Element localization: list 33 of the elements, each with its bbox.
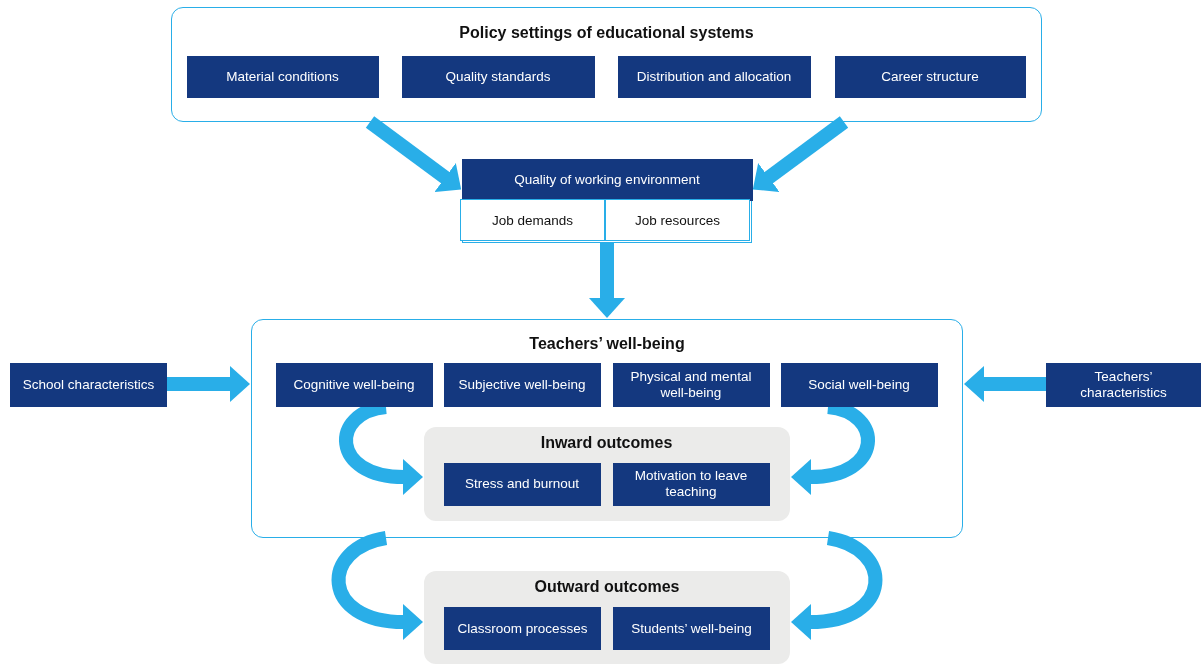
block-arrow xyxy=(791,531,883,640)
block-arrow xyxy=(365,116,462,192)
category-box: Subjective well-being xyxy=(443,362,601,407)
category-box: Social well-being xyxy=(780,362,938,407)
block-arrow xyxy=(752,116,849,192)
panel-title: Teachers’ well-being xyxy=(528,335,686,353)
outcome-panel xyxy=(424,571,790,664)
table-box xyxy=(462,159,752,243)
block-arrow xyxy=(589,243,625,318)
category-box: Quality standards xyxy=(401,55,595,98)
category-box: Distribution and allocation xyxy=(617,55,811,98)
category-box: Motivation to leave teaching xyxy=(612,462,770,506)
category-box: Career structure xyxy=(834,55,1026,98)
category-box: Classroom processes xyxy=(444,607,601,650)
category-box: Physical and mental well-being xyxy=(612,362,770,407)
group-panel xyxy=(171,7,1042,122)
category-box: Students’ well-being xyxy=(613,607,770,650)
block-arrow xyxy=(167,366,250,402)
category-box: Teachers’ characteristics xyxy=(1046,363,1201,407)
block-arrow xyxy=(964,366,1046,402)
outcome-panel xyxy=(423,426,790,521)
block-arrow xyxy=(331,531,423,640)
table-cell: Job demands xyxy=(460,199,605,241)
category-box: Stress and burnout xyxy=(443,462,601,506)
category-box: Material conditions xyxy=(186,55,379,98)
table-cell: Job resources xyxy=(605,199,750,241)
group-panel xyxy=(251,319,963,538)
category-box: School characteristics xyxy=(10,363,167,407)
panel-title: Policy settings of educational systems xyxy=(458,24,755,42)
category-box: Cognitive well-being xyxy=(275,362,433,407)
panel-title: Inward outcomes xyxy=(539,433,674,452)
table-header: Quality of working environment xyxy=(461,158,753,201)
panel-title: Outward outcomes xyxy=(533,578,681,596)
